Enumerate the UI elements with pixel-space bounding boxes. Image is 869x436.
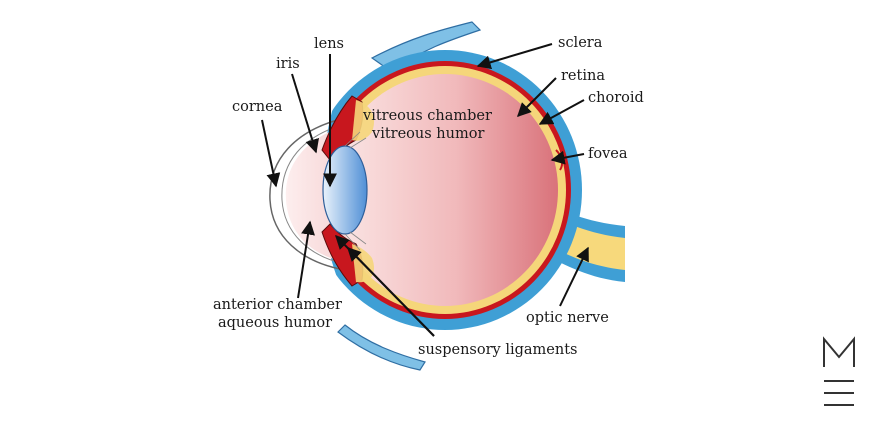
label-vitreous-humor: vitreous humor — [371, 126, 484, 142]
leader-cornea — [261, 119, 281, 188]
menu-m-icon-svg — [823, 336, 855, 406]
label-suspensory-ligaments: suspensory ligaments — [418, 342, 577, 358]
label-choroid: choroid — [588, 90, 644, 106]
lower-muscle-band — [337, 324, 426, 371]
leader-anterior-chamber — [297, 220, 315, 299]
leader-choroid — [538, 99, 585, 125]
menu-m-icon[interactable] — [820, 335, 858, 413]
label-retina: retina — [561, 68, 605, 84]
label-aqueous-humor: aqueous humor — [218, 315, 332, 331]
label-optic-nerve: optic nerve — [526, 310, 609, 326]
leader-optic-nerve — [559, 246, 589, 307]
vitreous-chamber — [332, 74, 558, 306]
label-anterior-chamber: anterior chamber — [213, 297, 342, 313]
label-iris: iris — [276, 56, 300, 72]
label-vitreous-chamber: vitreous chamber — [362, 108, 492, 124]
leader-fovea — [550, 150, 585, 165]
suspensory-ligament-upper — [344, 131, 367, 149]
label-lens: lens — [314, 36, 344, 52]
label-cornea: cornea — [232, 99, 283, 115]
label-sclera: sclera — [558, 35, 603, 51]
leader-iris — [291, 73, 319, 154]
leader-retina — [517, 77, 557, 117]
leader-sclera — [476, 43, 553, 70]
ciliary-upper — [352, 100, 375, 141]
cornea — [269, 117, 346, 271]
label-fovea: fovea — [588, 146, 628, 162]
leader-suspensory-2 — [347, 246, 435, 337]
